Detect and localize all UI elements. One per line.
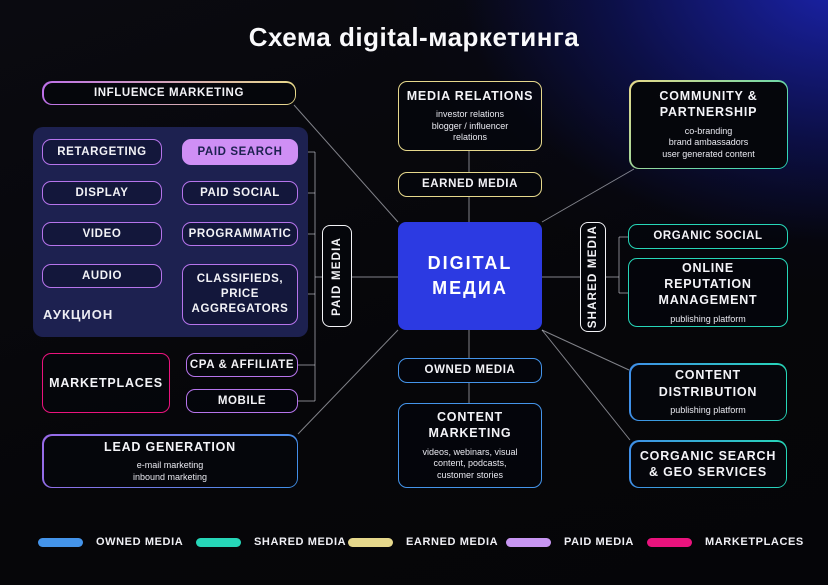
legend-item: MARKETPLACES [647,536,804,548]
node-label: INFLUENCE MARKETING [93,86,245,99]
node-label: MEDIA RELATIONS [406,88,534,103]
node-subtext: co-branding brand ambassadors user gener… [662,125,755,160]
node-media-relations: MEDIA RELATIONS investor relations blogg… [398,81,542,151]
node-label: PROGRAMMATIC [188,227,292,240]
node-community-partnership: COMMUNITY & PARTNERSHIP co-branding bran… [629,80,788,169]
node-label: ORGANIC SOCIAL [653,230,763,243]
legend-item: OWNED MEDIA [38,536,183,548]
node-lead-generation: LEAD GENERATION e-mail marketing inbound… [42,434,298,488]
node-video: VIDEO [42,222,162,246]
node-label: COMMUNITY & PARTNERSHIP [659,89,758,120]
node-label: EARNED MEDIA [421,178,518,191]
node-audio: AUDIO [42,264,162,288]
legend-label: EARNED MEDIA [406,536,499,548]
node-cpa-affiliate: CPA & AFFILIATE [186,353,298,377]
node-label-line2: МЕДИА [432,278,508,298]
node-subtext: publishing platform [670,313,746,324]
node-organic-social: ORGANIC SOCIAL [628,224,788,249]
node-label: OWNED MEDIA [424,364,516,377]
node-subtext: investor relations blogger / influencer … [431,109,509,143]
node-label: MOBILE [217,394,267,407]
auction-panel: RETARGETING DISPLAY VIDEO AUDIO PAID SEA… [33,127,308,337]
node-owned-media: OWNED MEDIA [398,358,542,383]
node-label: ONLINE REPUTATION MANAGEMENT [658,260,758,308]
node-label-line1: DIGITAL [427,252,513,273]
node-subtext: e-mail marketing inbound marketing [132,459,208,482]
node-organic-search-geo-services: CORGANIC SEARCH & GEO SERVICES [629,440,787,488]
legend-swatch-shared-media [196,537,241,547]
legend-item: EARNED MEDIA [348,536,498,548]
legend-swatch-marketplaces [647,537,692,547]
node-retargeting: RETARGETING [42,139,162,165]
legend-label: MARKETPLACES [705,536,804,548]
node-label: DISPLAY [75,186,129,199]
node-label: CONTENT DISTRIBUTION [658,368,758,399]
node-label: CONTENT MARKETING [428,410,512,441]
page-title: Схема digital-маркетинга [248,22,580,52]
node-content-distribution: CONTENT DISTRIBUTION publishing platform [629,363,787,421]
legend-label: OWNED MEDIA [96,536,184,548]
node-online-reputation-management: ONLINE REPUTATION MANAGEMENT publishing … [628,258,788,327]
node-mobile: MOBILE [186,389,298,413]
node-label: CPA & AFFILIATE [189,358,295,371]
node-label: CLASSIFIEDS, PRICE AGGREGATORS [191,273,289,315]
legend-swatch-paid-media [506,537,551,547]
node-display: DISPLAY [42,181,162,205]
legend-swatch-owned-media [38,537,83,547]
node-classifieds-price-aggregators: CLASSIFIEDS, PRICE AGGREGATORS [182,264,298,325]
node-marketplaces: MARKETPLACES [42,353,170,413]
node-label: MARKETPLACES [49,375,163,390]
node-paid-search: PAID SEARCH [182,139,298,165]
auction-label: АУКЦИОН [43,307,114,322]
node-label: PAID MEDIA [331,236,343,316]
node-label: PAID SOCIAL [200,186,280,199]
node-paid-social: PAID SOCIAL [182,181,298,205]
node-earned-media: EARNED MEDIA [398,172,542,197]
legend-label: SHARED MEDIA [254,536,347,548]
node-label: LEAD GENERATION [104,439,236,454]
node-subtext: publishing platform [670,404,746,415]
node-influence-marketing: INFLUENCE MARKETING [42,81,296,105]
node-label: SHARED MEDIA [587,225,599,329]
node-programmatic: PROGRAMMATIC [182,222,298,246]
node-subtext: videos, webinars, visual content, podcas… [422,446,518,481]
legend-item: PAID MEDIA [506,536,634,548]
node-label: AUDIO [81,269,123,282]
node-label: RETARGETING [57,145,147,158]
node-label: VIDEO [82,227,122,240]
legend-swatch-earned-media [348,537,393,547]
node-label: CORGANIC SEARCH & GEO SERVICES [639,448,777,479]
node-label: PAID SEARCH [197,145,283,158]
node-digital-media: DIGITAL МЕДИА [398,222,542,330]
legend-item: SHARED MEDIA [196,536,346,548]
node-paid-media: PAID MEDIA [322,225,352,327]
legend-label: PAID MEDIA [564,536,634,548]
node-shared-media: SHARED MEDIA [580,222,606,332]
node-content-marketing: CONTENT MARKETING videos, webinars, visu… [398,403,542,488]
